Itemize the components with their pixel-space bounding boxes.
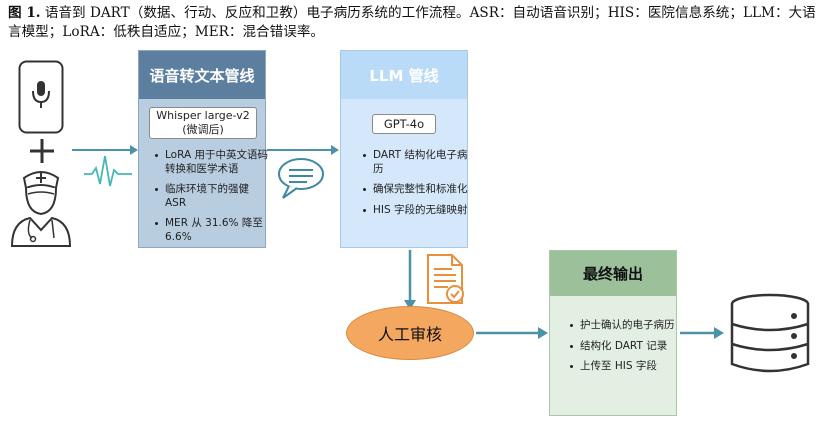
llm-bullet-3: HIS 字段的无缝映射 [363,204,473,218]
stt-bullet-3: MER 从 31.6% 降至 6.6% [155,217,271,244]
waveform-icon [84,155,132,187]
final-bullet-1: 护士确认的电子病历 [570,319,684,333]
llm-pipeline: LLM 管线 GPT-4o DART 结构化电子病历 确保完整性和标准化 HIS… [340,50,468,248]
document-check-icon [427,254,464,304]
final-title: 最终输出 [550,251,676,296]
final-output: 最终输出 护士确认的电子病历 结构化 DART 记录 上传至 HIS 字段 [549,250,677,416]
final-bullet-3: 上传至 HIS 字段 [570,360,684,374]
llm-title: LLM 管线 [341,51,467,99]
final-bullet-list: 护士确认的电子病历 结构化 DART 记录 上传至 HIS 字段 [566,319,684,381]
stt-title: 语音转文本管线 [139,51,265,99]
human-review-label: 人工审核 [377,325,442,344]
llm-bullet-2: 确保完整性和标准化 [363,183,473,197]
whisper-model-label: Whisper large-v2 (微调后) [149,107,257,139]
smartphone-microphone-icon [18,60,64,134]
input-arrow [72,145,138,187]
llm-bullet-list: DART 结构化电子病历 确保完整性和标准化 HIS 字段的无缝映射 [359,149,473,224]
stt-bullet-2: 临床环境下的强健 ASR [155,183,271,210]
human-review-node: 人工审核 [346,306,474,360]
gpt4o-model-label: GPT-4o [372,114,436,134]
nurse-icon [10,171,72,247]
review-to-final-arrow [476,327,548,339]
stt-bullet-list: LoRA 用于中英文语码转换和医学术语 临床环境下的强健 ASR MER 从 3… [151,149,271,251]
caption-text: 语音到 DART（数据、行动、反应和卫教）电子病历系统的工作流程。ASR：自动语… [8,5,816,40]
plus-icon [30,139,54,163]
database-icon [730,293,810,373]
llm-bullet-1: DART 结构化电子病历 [363,149,473,176]
speech-bubble-icon [278,158,324,199]
figure-caption: 图 1. 语音到 DART（数据、行动、反应和卫教）电子病历系统的工作流程。AS… [8,4,823,42]
final-bullet-2: 结构化 DART 记录 [570,340,684,354]
speech-to-text-pipeline: 语音转文本管线 Whisper large-v2 (微调后) LoRA 用于中英… [138,50,268,248]
final-to-database-arrow [680,327,724,339]
stt-to-llm-arrow [267,145,339,199]
llm-to-review-arrow [404,250,416,310]
stt-bullet-1: LoRA 用于中英文语码转换和医学术语 [155,149,271,176]
figure-label: 图 1. [8,5,41,21]
